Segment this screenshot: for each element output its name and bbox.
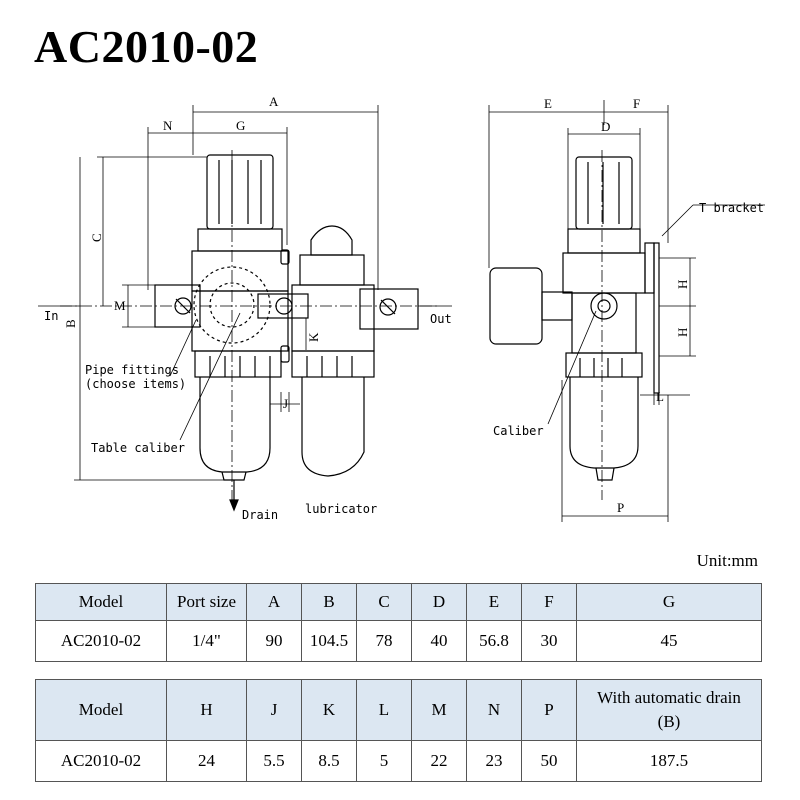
dim-label-c: C — [89, 233, 104, 242]
cell-d: 40 — [411, 620, 467, 662]
cell-n: 23 — [466, 740, 522, 782]
dim-label-l: L — [656, 389, 664, 404]
header-j: J — [246, 679, 302, 741]
out-label: Out — [430, 312, 452, 326]
dim-label-p: P — [617, 500, 624, 515]
header-model: Model — [35, 679, 167, 741]
header-c: C — [356, 583, 412, 621]
table-row: AC2010-02 1/4" 90 104.5 78 40 56.8 30 45 — [35, 620, 762, 662]
cell-m: 22 — [411, 740, 467, 782]
cell-e: 56.8 — [466, 620, 522, 662]
dim-label-f: F — [633, 96, 640, 111]
header-p: P — [521, 679, 577, 741]
cell-k: 8.5 — [301, 740, 357, 782]
dim-label-n: N — [163, 118, 173, 133]
cell-l: 5 — [356, 740, 412, 782]
header-d: D — [411, 583, 467, 621]
t-bracket-label: T bracket — [699, 201, 764, 215]
cell-j: 5.5 — [246, 740, 302, 782]
lubricator-label: lubricator — [305, 502, 377, 516]
table-header-row: Model H J K L M N P With automatic drain… — [35, 679, 762, 741]
technical-drawing: A N G C B M J K In Out Pipe fittings (ch… — [38, 94, 765, 522]
cell-automatic-drain-b: 187.5 — [576, 740, 762, 782]
cell-model: AC2010-02 — [35, 740, 167, 782]
spec-table-dimensions: Model Port size A B C D E F G AC2010-02 … — [35, 583, 762, 662]
in-label: In — [44, 309, 58, 323]
table-caliber-label: Table caliber — [91, 441, 185, 455]
header-automatic-drain-text: With automatic drain — [597, 688, 741, 707]
cell-g: 45 — [576, 620, 762, 662]
cell-c: 78 — [356, 620, 412, 662]
page-title: AC2010-02 — [34, 21, 259, 72]
dim-label-j: J — [283, 396, 288, 411]
dim-label-b: B — [63, 319, 78, 328]
header-model: Model — [35, 583, 167, 621]
header-automatic-drain-b: (B) — [657, 712, 681, 731]
pipe-fittings-label: Pipe fittings — [85, 363, 179, 377]
table-header-row: Model Port size A B C D E F G — [35, 583, 762, 621]
dim-label-g: G — [236, 118, 245, 133]
dim-label-d: D — [601, 119, 610, 134]
front-view-dimensions — [38, 105, 440, 481]
front-view — [154, 154, 419, 512]
pipe-fittings-sub-label: (choose items) — [85, 377, 186, 391]
header-f: F — [521, 583, 577, 621]
header-b: B — [301, 583, 357, 621]
dim-label-k: K — [306, 332, 321, 342]
header-m: M — [411, 679, 467, 741]
cell-h: 24 — [166, 740, 247, 782]
dim-label-h-lower: H — [675, 328, 690, 337]
header-a: A — [246, 583, 302, 621]
dim-label-a: A — [269, 94, 279, 109]
cell-b: 104.5 — [301, 620, 357, 662]
header-e: E — [466, 583, 522, 621]
center-lines — [60, 150, 455, 500]
caliber-label: Caliber — [493, 424, 544, 438]
spec-table-dimensions-2: Model H J K L M N P With automatic drain… — [35, 679, 762, 782]
header-h: H — [166, 679, 247, 741]
cell-a: 90 — [246, 620, 302, 662]
table-row: AC2010-02 24 5.5 8.5 5 22 23 50 187.5 — [35, 740, 762, 782]
cell-port-size: 1/4" — [166, 620, 247, 662]
drain-label: Drain — [242, 508, 278, 522]
header-g: G — [576, 583, 762, 621]
header-k: K — [301, 679, 357, 741]
dim-label-m: M — [114, 298, 126, 313]
unit-label: Unit:mm — [696, 551, 758, 570]
header-l: L — [356, 679, 412, 741]
cell-p: 50 — [521, 740, 577, 782]
side-view-dimensions — [488, 100, 765, 522]
side-view — [489, 156, 660, 481]
cell-f: 30 — [521, 620, 577, 662]
cell-model: AC2010-02 — [35, 620, 167, 662]
header-n: N — [466, 679, 522, 741]
dim-label-e: E — [544, 96, 552, 111]
dim-label-h-upper: H — [675, 280, 690, 289]
header-port-size: Port size — [166, 583, 247, 621]
header-automatic-drain: With automatic drain (B) — [576, 679, 762, 741]
